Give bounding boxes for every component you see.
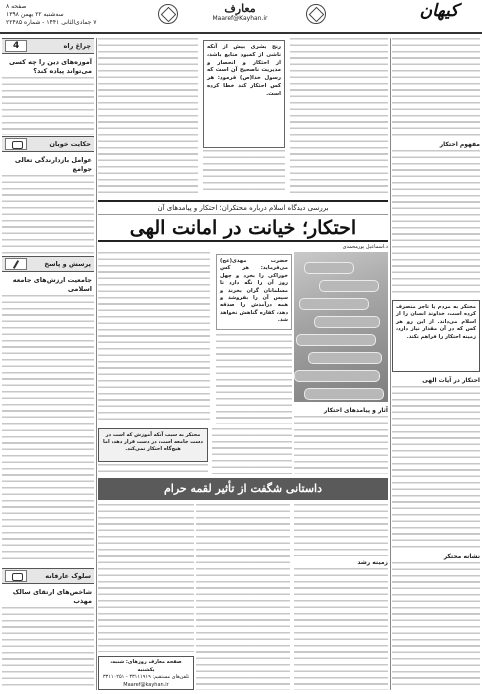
body-text-col (196, 504, 290, 690)
subheading: نشانه محتکر (443, 553, 480, 560)
headline-title: احتکار؛ خیانت در امانت الهی (129, 217, 357, 239)
logo-wordmark: کیهان (419, 1, 459, 21)
contact-box: صفحه معارف روزهای: شنبه، یکشنبه تلفن‌های… (98, 656, 194, 690)
masthead: صفحه ۸ سه‌شنبه ۲۲ بهمن ۱۳۹۸ ۷ جمادی‌الثا… (0, 0, 482, 34)
kicker-bar: حکایت خوبان (2, 136, 94, 152)
sack-shape (296, 334, 376, 346)
issue-line: ۷ جمادی‌الثانی ۱۴۴۱ - شماره ۲۲۴۸۵ (6, 19, 97, 26)
sack-shape (304, 388, 384, 400)
story-banner: داستانی شگفت از تأثیر لقمه حرام (98, 478, 388, 500)
pull-quote: رنج بشری بیش از آنکه ناشی از کمبود منابع… (203, 40, 285, 148)
contact-email: Maaref@kayhan.ir (123, 681, 169, 688)
article-title: جامعیت ارزش‌های جامعه اسلامی (12, 276, 92, 293)
body-text-col (212, 428, 292, 474)
kicker-label: سلوک عارفانه (45, 572, 91, 580)
pull-quote-text: رنج بشری بیش از آنکه ناشی از کمبود منابع… (207, 44, 281, 97)
kicker-label: پرسش و پاسخ (44, 260, 91, 268)
sack-shape (314, 316, 380, 328)
section-email: Maaref@Kayhan.ir (212, 15, 268, 22)
section-porsesh-pasokh: پرسش و پاسخ جامعیت ارزش‌های جامعه اسلامی (2, 256, 94, 559)
hadith-text: محتکر به سبب آنکه آموزش که است در دست جا… (103, 432, 203, 452)
sack-shape (299, 298, 369, 310)
sack-shape (294, 370, 380, 382)
left-column: چراغ راه آموزه‌های دین را چه کسی می‌توان… (2, 38, 94, 690)
article-body (2, 295, 94, 559)
section-cheragh-rah: چراغ راه آموزه‌های دین را چه کسی می‌توان… (2, 38, 94, 135)
contact-title: صفحه معارف روزهای: شنبه، یکشنبه (110, 659, 182, 673)
body-text-col (392, 562, 480, 690)
article-title: عوامل بازدارندگی تعالی جوامع (14, 156, 92, 173)
section-header: معارف Maaref@Kayhan.ir (175, 2, 305, 22)
body-text-col (392, 38, 480, 138)
body-text-col (290, 38, 388, 196)
newspaper-logo: کیهان (402, 1, 476, 31)
photo-quote-box: حضرت مهدی(عج) می‌فرماید: هر کس خوراکی را… (216, 254, 292, 330)
highlight-text: محتکر به مردم یا تاجر منصرف کرده است، خد… (396, 304, 476, 340)
date-line: سه‌شنبه ۲۲ بهمن ۱۳۹۸ (6, 11, 64, 18)
article-title: آموزه‌های دین را چه کسی می‌تواند پیاده ک… (8, 58, 92, 75)
hadith-box: محتکر به سبب آنکه آموزش که است در دست جا… (98, 428, 208, 462)
kicker-bar: سلوک عارفانه (2, 568, 94, 584)
body-text-col (98, 38, 198, 196)
lead-text-area: رنج بشری بیش از آنکه ناشی از کمبود منابع… (98, 38, 388, 198)
kicker-label: چراغ راه (63, 42, 91, 50)
contact-phone: تلفن‌های مستقیم: ۳۳۱۱۱۹۱۹ - ۳۳۱۱۰۲۵۱ (102, 674, 190, 680)
highlight-box: محتکر به مردم یا تاجر منصرف کرده است، خد… (392, 300, 480, 372)
body-text-col (392, 386, 480, 550)
headline-banner: بررسی دیدگاه اسلام درباره محتکران؛ احتکا… (98, 200, 388, 242)
sack-shape (308, 352, 382, 364)
article-title: شاخص‌های ارتقای سالک مهذب (12, 588, 92, 605)
body-text-col (98, 252, 210, 424)
main-column: رنج بشری بیش از آنکه ناشی از کمبود منابع… (98, 38, 388, 690)
section-solook-arefane: سلوک عارفانه شاخص‌های ارتقای سالک مهذب (2, 568, 94, 690)
emblem-right-icon (306, 4, 326, 24)
body-text-col (216, 334, 292, 424)
subheading: مفهوم احتکار (439, 141, 480, 148)
article-photo (294, 252, 388, 402)
column-rule (96, 38, 97, 690)
subheading: احتکار در آیات الهی (422, 377, 480, 384)
section-hekayat-khooban: حکایت خوبان عوامل بازدارندگی تعالی جوامع (2, 136, 94, 267)
lamp-icon (5, 40, 27, 52)
subheading: زمینه رشد (357, 559, 388, 566)
sack-shape (319, 280, 379, 292)
sack-shape (304, 262, 354, 274)
story-title: داستانی شگفت از تأثیر لقمه حرام (163, 482, 323, 495)
headline-kicker: بررسی دیدگاه اسلام درباره محتکران؛ احتکا… (98, 202, 388, 215)
photo-quote-text: حضرت مهدی(عج) می‌فرماید: هر کس خوراکی را… (220, 258, 288, 324)
subheading: آثار و پیامدهای احتکار (323, 407, 388, 414)
kicker-bar: پرسش و پاسخ (2, 256, 94, 272)
body-text-col (294, 568, 388, 690)
path-icon (5, 570, 27, 582)
byline: د.اسماعیل پورمحمدی (342, 244, 388, 250)
article-body (2, 607, 94, 690)
column-rule (390, 38, 391, 690)
body-text-col (294, 416, 388, 474)
kicker-label: حکایت خوبان (49, 140, 91, 148)
article-body (2, 175, 94, 267)
question-icon (5, 258, 27, 270)
article-body (2, 77, 94, 135)
page-number: صفحه ۸ (6, 3, 27, 10)
story-icon (5, 138, 27, 150)
issue-info: صفحه ۸ سه‌شنبه ۲۲ بهمن ۱۳۹۸ ۷ جمادی‌الثا… (6, 3, 126, 27)
body-text-col (203, 150, 285, 194)
section-title: معارف (224, 2, 256, 15)
body-text-col (98, 504, 194, 652)
body-text-col (294, 504, 388, 556)
emblem-left-icon (158, 4, 178, 24)
kicker-bar: چراغ راه (2, 38, 94, 54)
body-text-col (98, 464, 208, 476)
body-text-col (392, 150, 480, 296)
right-column: مفهوم احتکار محتکر به مردم یا تاجر منصرف… (392, 38, 480, 690)
